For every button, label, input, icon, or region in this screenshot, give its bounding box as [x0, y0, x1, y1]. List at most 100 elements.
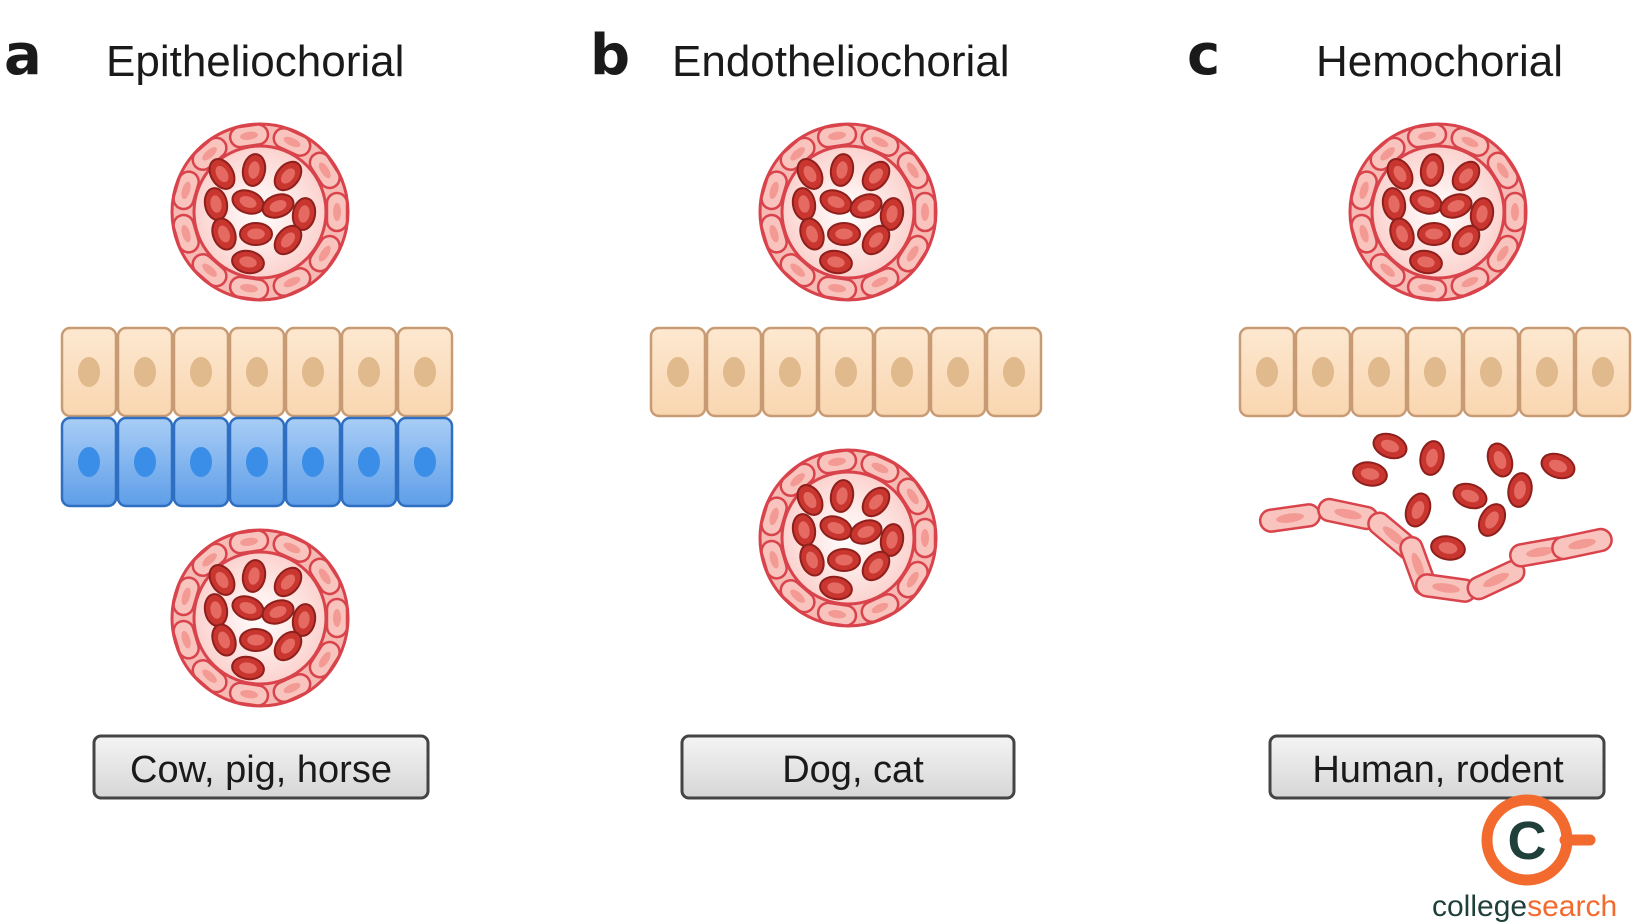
- endothelial-cell: [325, 191, 349, 233]
- red-blood-cell: [1372, 432, 1408, 460]
- red-blood-cell: [291, 603, 317, 637]
- red-blood-cell: [1389, 217, 1415, 251]
- red-blood-cell: [1439, 193, 1473, 219]
- endothelial-cell: [172, 213, 200, 254]
- red-blood-cell: [261, 599, 295, 625]
- red-blood-cell: [879, 197, 905, 231]
- logo-word-part1: college: [1432, 890, 1527, 923]
- panel-title: Epitheliochorial: [106, 37, 404, 86]
- panel-a: a Epitheliochorial Cow, pig, horse: [4, 23, 454, 800]
- red-blood-cell: [1386, 158, 1414, 190]
- red-blood-cell: [203, 593, 229, 627]
- logo-word-part2: search: [1527, 890, 1617, 923]
- trophoblast-cell: [340, 326, 398, 418]
- trophoblast-cell: [1238, 326, 1296, 418]
- species-label: Cow, pig, horse: [130, 749, 392, 791]
- red-blood-cell: [241, 153, 267, 187]
- red-blood-cell: [211, 217, 237, 251]
- fetal-capillary-top: [170, 122, 350, 302]
- red-blood-cell: [861, 486, 891, 518]
- red-blood-cell: [1419, 440, 1445, 476]
- red-blood-cell: [239, 628, 273, 652]
- red-blood-cell: [861, 550, 891, 582]
- species-label: Dog, cat: [782, 749, 924, 791]
- endothelial-cell: [760, 170, 788, 211]
- red-blood-cell: [1486, 442, 1514, 478]
- trophoblast-cell: [761, 326, 819, 418]
- red-blood-cell: [791, 187, 817, 221]
- endothelial-cell: [816, 275, 858, 301]
- red-blood-cell: [208, 158, 236, 190]
- red-blood-cell: [1404, 492, 1432, 528]
- red-blood-cell: [1381, 187, 1407, 221]
- red-blood-cell: [861, 224, 891, 256]
- red-blood-cell: [819, 515, 853, 541]
- red-blood-cell: [1409, 249, 1443, 275]
- red-blood-cell: [1409, 189, 1443, 215]
- fetal-capillary-top: [1348, 122, 1528, 302]
- maternal-capillary-bottom: [758, 448, 938, 628]
- red-blood-cell: [261, 193, 295, 219]
- trophoblast-cell: [172, 326, 230, 418]
- maternal-epithelial-cell: [228, 416, 286, 508]
- red-blood-cell: [241, 559, 267, 593]
- endothelial-cell: [308, 640, 341, 679]
- fetal-capillary-top: [758, 122, 938, 302]
- maternal-epithelial-cell: [340, 416, 398, 508]
- red-blood-cell: [208, 564, 236, 596]
- panel-letter: c: [1187, 23, 1220, 88]
- species-label-box: Human, rodent: [1268, 734, 1606, 800]
- trophoblast-cell: [873, 326, 931, 418]
- panel-b: b Endotheliochorial Dog, cat: [590, 23, 1043, 800]
- red-blood-cell: [1540, 452, 1576, 480]
- red-blood-cell: [827, 548, 861, 572]
- red-blood-cell: [827, 222, 861, 246]
- red-blood-cell: [1507, 472, 1533, 508]
- endothelial-cell: [172, 170, 200, 211]
- red-blood-cell: [1419, 153, 1445, 187]
- red-blood-cell: [796, 158, 824, 190]
- endothelial-cell: [172, 619, 200, 660]
- endothelial-cell: [1258, 503, 1322, 533]
- trophoblast-cell: [705, 326, 763, 418]
- endothelial-cell: [1503, 191, 1527, 233]
- red-blood-cell: [849, 519, 883, 545]
- trophoblast-cell: [228, 326, 286, 418]
- logo-mark-icon: C: [1481, 794, 1596, 886]
- trophoblast-cell: [116, 326, 174, 418]
- trophoblast-cell: [817, 326, 875, 418]
- trophoblast-cell: [1574, 326, 1632, 418]
- species-label: Human, rodent: [1312, 749, 1564, 791]
- red-blood-cell: [791, 513, 817, 547]
- red-blood-cell: [1352, 461, 1388, 487]
- panel-letter: b: [590, 23, 630, 88]
- endothelial-cell: [228, 123, 270, 149]
- red-blood-cell: [799, 217, 825, 251]
- endothelial-cell: [325, 597, 349, 639]
- red-blood-cell: [1469, 197, 1495, 231]
- species-label-box: Dog, cat: [680, 734, 1016, 800]
- trophoblast-cell: [1518, 326, 1576, 418]
- trophoblast-cell: [1406, 326, 1464, 418]
- red-blood-cell: [849, 193, 883, 219]
- maternal-capillary-bottom: [170, 528, 350, 708]
- red-blood-cell: [231, 655, 265, 681]
- red-blood-cell: [291, 197, 317, 231]
- endothelial-cell: [913, 517, 937, 559]
- trophoblast-cell: [649, 326, 707, 418]
- red-blood-cell: [1452, 482, 1488, 510]
- red-blood-cell: [1451, 160, 1481, 192]
- endothelial-cell: [760, 496, 788, 537]
- red-blood-cell: [796, 484, 824, 516]
- red-blood-cell: [1451, 224, 1481, 256]
- red-blood-cell: [819, 575, 853, 601]
- endothelial-cell: [1551, 527, 1613, 561]
- panel-letter: a: [4, 23, 42, 88]
- endothelial-cell: [816, 449, 858, 475]
- red-blood-cell: [819, 249, 853, 275]
- endothelial-cell: [779, 462, 816, 497]
- maternal-epithelial-cell: [60, 416, 118, 508]
- red-blood-cell: [273, 630, 303, 662]
- endothelial-cell: [760, 213, 788, 254]
